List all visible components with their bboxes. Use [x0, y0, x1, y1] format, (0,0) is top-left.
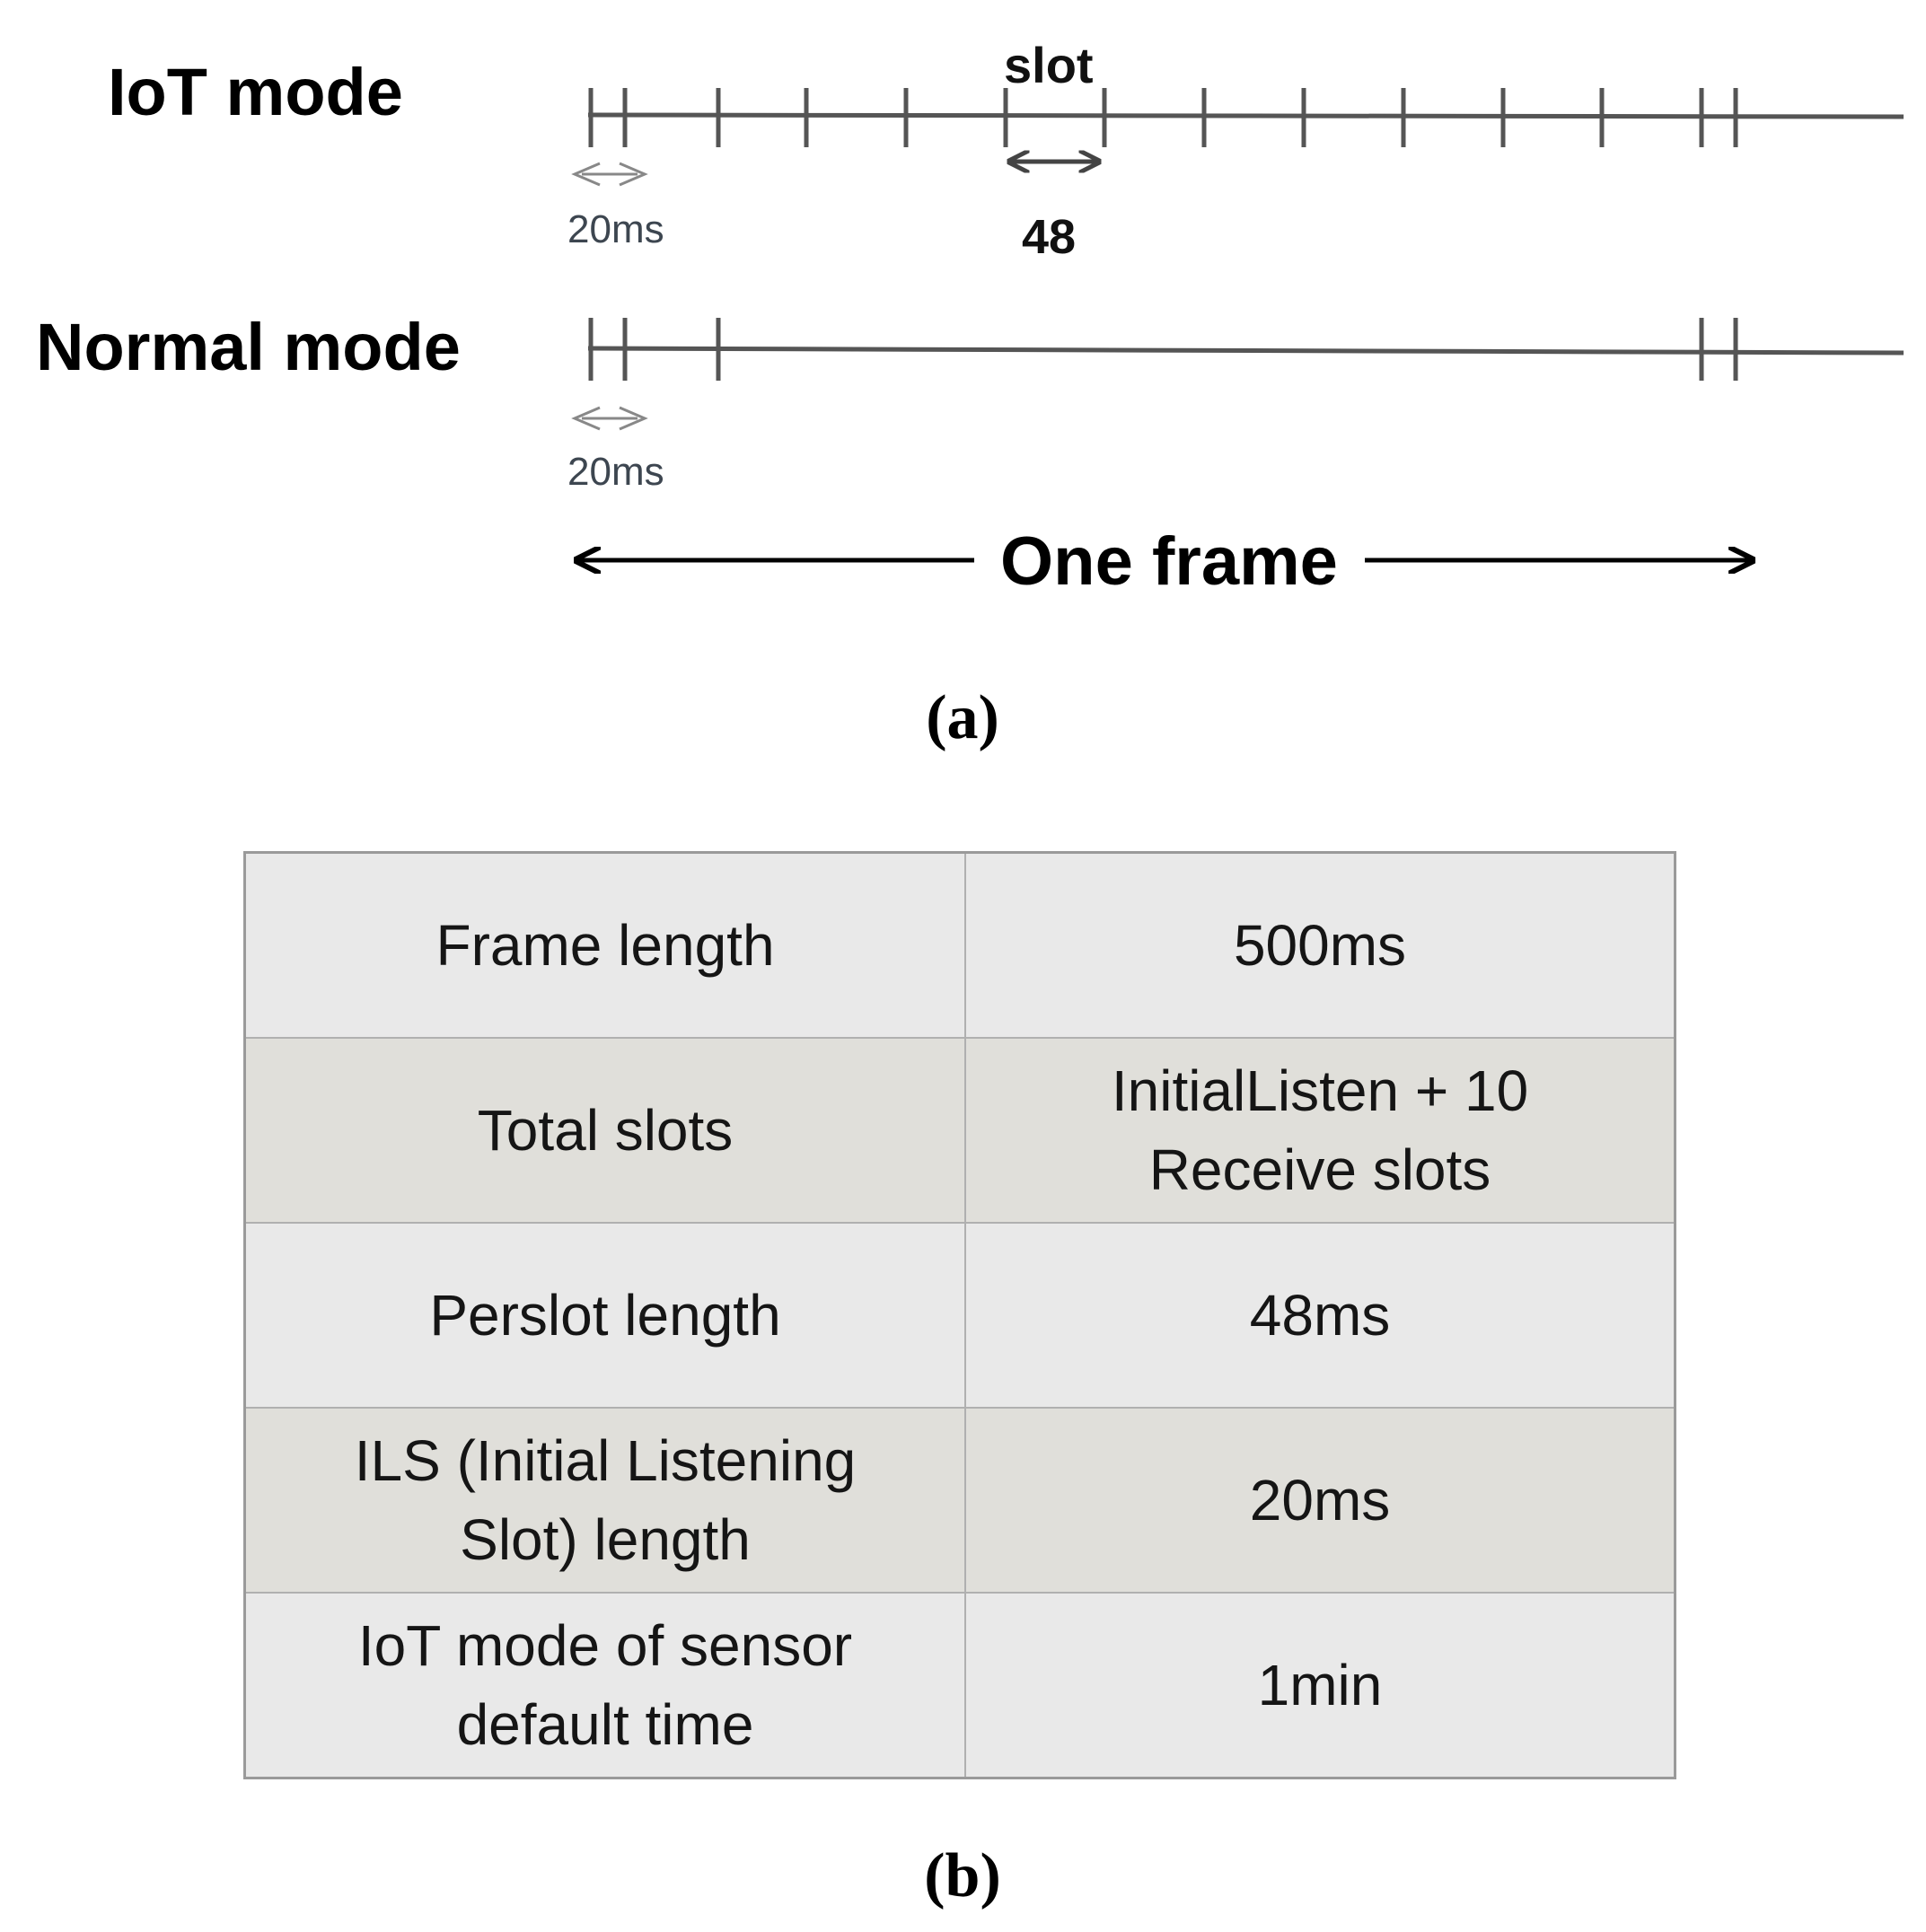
slot-label: slot [1004, 37, 1094, 93]
param-name-cell: Perslot length [243, 1222, 966, 1409]
caption-b: (b) [924, 1841, 1001, 1910]
table-row: Total slots InitialListen + 10 Receive s… [243, 1037, 1676, 1224]
iot-ils-label: 20ms [567, 207, 664, 251]
normal-mode-label: Normal mode [36, 310, 461, 384]
parameter-table: Frame length 500ms Total slots InitialLi… [243, 851, 1676, 1779]
table-row: Frame length 500ms [243, 851, 1676, 1039]
iot-slot-ticks [588, 88, 1738, 147]
one-frame-label: One frame [1000, 523, 1338, 600]
normal-ils-label: 20ms [567, 450, 664, 494]
param-value-cell: 48ms [964, 1222, 1676, 1409]
caption-a: (a) [926, 683, 999, 752]
iot-mode-label: IoT mode [108, 55, 403, 129]
normal-ils-arrow [571, 406, 648, 431]
param-name-cell: ILS (Initial Listening Slot) length [243, 1407, 966, 1594]
param-name-cell: Frame length [243, 851, 966, 1039]
normal-timeline [587, 346, 1904, 356]
param-value-cell: 1min [964, 1592, 1676, 1779]
param-name-cell: Total slots [243, 1037, 966, 1224]
normal-ticks [588, 318, 1738, 381]
table-row: IoT mode of sensor default time 1min [243, 1592, 1676, 1779]
param-name-cell: IoT mode of sensor default time [243, 1592, 966, 1779]
iot-ils-arrow [571, 162, 648, 187]
table-row: ILS (Initial Listening Slot) length 20ms [243, 1407, 1676, 1594]
table-row: Perslot length 48ms [243, 1222, 1676, 1409]
param-value-cell: InitialListen + 10 Receive slots [964, 1037, 1676, 1224]
slot-value-label: 48 [1022, 210, 1076, 264]
param-value-cell: 20ms [964, 1407, 1676, 1594]
iot-timeline [587, 112, 1904, 119]
param-value-cell: 500ms [964, 851, 1676, 1039]
